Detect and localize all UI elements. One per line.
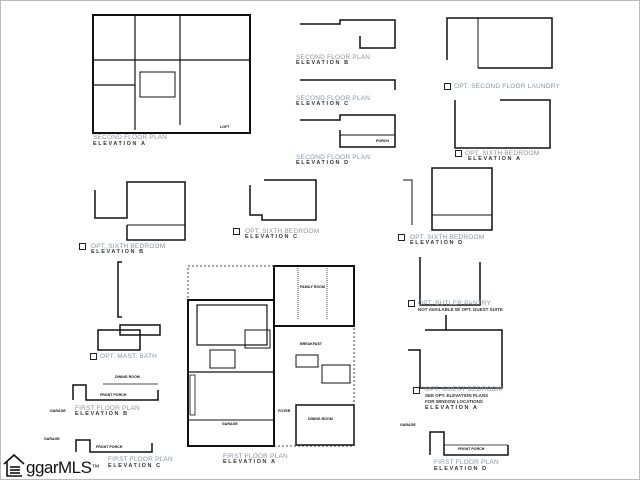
first-floor-plan-b <box>72 383 159 401</box>
caption-title: OPT. BUTLER PANTRY <box>418 300 492 307</box>
room-label-garage-b: GARAGE <box>50 409 66 413</box>
room-label-family-room: FAMILY ROOM <box>300 285 325 289</box>
caption-elevation: ELEVATION C <box>108 463 162 469</box>
caption-elevation: ELEVATION C <box>245 234 299 240</box>
caption-title: FIRST FLOOR PLAN <box>75 405 140 412</box>
room-label-dining-room-b: DINING ROOM <box>115 375 140 379</box>
first-floor-plan-d <box>429 431 509 456</box>
caption-elevation: ELEVATION D <box>410 240 464 246</box>
first-floor-plan-a <box>187 265 355 447</box>
caption-title: FIRST FLOOR PLAN <box>434 459 499 466</box>
logo-wordmark: ggarMLS <box>26 458 92 477</box>
room-label-garage: GARAGE <box>222 422 238 426</box>
room-label-garage-d: GARAGE <box>400 423 416 427</box>
caption-title: OPT. SECOND FLOOR LAUNDRY <box>454 83 561 90</box>
caption-title: OPT. SIXTH BEDROOM <box>91 243 166 250</box>
caption-title: OPT. SIXTH BEDROOM <box>245 228 320 235</box>
caption-elevation: ELEVATION B <box>91 249 145 255</box>
caption-title: OPT. SIXTH BEDROOM <box>410 234 485 241</box>
opt-second-floor-laundry-plan <box>446 17 553 69</box>
room-label-front-porch: FRONT PORCH <box>100 393 127 397</box>
room-label-breakfast: BREAKFAST <box>300 342 323 346</box>
opt-butler-pantry-plan <box>419 257 481 306</box>
opt-mast-bath-plan <box>97 261 161 351</box>
room-label-porch: PORCH <box>376 139 389 143</box>
opt-guest-bedroom-plan <box>408 315 503 389</box>
trademark-symbol: ™ <box>91 463 99 472</box>
opt-sixth-bedroom-b-plan <box>94 181 186 241</box>
second-floor-plan-c <box>300 79 396 90</box>
house-icon <box>3 453 25 477</box>
caption-elevation: ELEVATION C <box>296 101 350 107</box>
logo-text: ggarMLS™ <box>26 458 99 478</box>
caption-note: FOR WINDOW LOCATIONS <box>425 399 483 404</box>
caption-title: OPT. SIXTH BEDROOM <box>465 150 540 157</box>
opt-sixth-bedroom-d-plan <box>403 167 493 231</box>
option-checkbox[interactable] <box>413 387 420 394</box>
caption-title: FIRST FLOOR PLAN <box>108 456 173 463</box>
caption-elevation: ELEVATION D <box>296 160 350 166</box>
second-floor-plan-b <box>300 19 396 49</box>
option-checkbox[interactable] <box>233 228 240 235</box>
first-floor-plan-c <box>75 439 153 453</box>
room-label-front-porch-c: FRONT PORCH <box>96 445 123 449</box>
caption-title: SECOND FLOOR PLAN <box>93 134 168 141</box>
room-label-garage-c: GARAGE <box>44 437 60 441</box>
room-label-front-porch-d: FRONT PORCH <box>458 447 485 451</box>
opt-sixth-bedroom-a-plan <box>454 99 551 149</box>
caption-title: SECOND FLOOR PLAN <box>296 154 371 161</box>
caption-elevation: ELEVATION A <box>468 156 522 162</box>
room-label-foyer: FOYER <box>278 409 291 413</box>
caption-note: SEE OPT. ELEVATION PLANS <box>425 393 489 398</box>
room-label-dining-room: DINING ROOM <box>308 417 333 421</box>
second-floor-plan-d <box>300 114 396 148</box>
caption-title: SECOND FLOOR PLAN <box>296 95 371 102</box>
caption-note: NOT AVAILABLE W/ OPT. GUEST SUITE <box>418 307 503 312</box>
option-checkbox[interactable] <box>444 83 451 90</box>
option-checkbox[interactable] <box>408 300 415 307</box>
caption-elevation: ELEVATION A <box>93 141 147 147</box>
option-checkbox[interactable] <box>455 150 462 157</box>
caption-elevation: ELEVATION B <box>296 60 350 66</box>
opt-sixth-bedroom-c-plan <box>249 179 317 221</box>
caption-elevation: ELEVATION D <box>434 466 488 472</box>
room-label-loft: LOFT <box>220 125 230 129</box>
caption-title: OPT. GUEST BEDROOM <box>425 386 503 393</box>
caption-title: SECOND FLOOR PLAN <box>296 54 371 61</box>
option-checkbox[interactable] <box>398 234 405 241</box>
mls-logo: ggarMLS™ <box>2 450 99 478</box>
caption-title: FIRST FLOOR PLAN <box>223 453 288 460</box>
caption-elevation: ELEVATION A <box>223 459 277 465</box>
option-checkbox[interactable] <box>90 353 97 360</box>
caption-elevation: ELEVATION B <box>75 411 129 417</box>
option-checkbox[interactable] <box>79 243 86 250</box>
caption-title: OPT. MAST. BATH <box>100 353 158 360</box>
second-floor-plan-a <box>92 14 251 134</box>
caption-elevation: ELEVATION A <box>425 405 479 411</box>
